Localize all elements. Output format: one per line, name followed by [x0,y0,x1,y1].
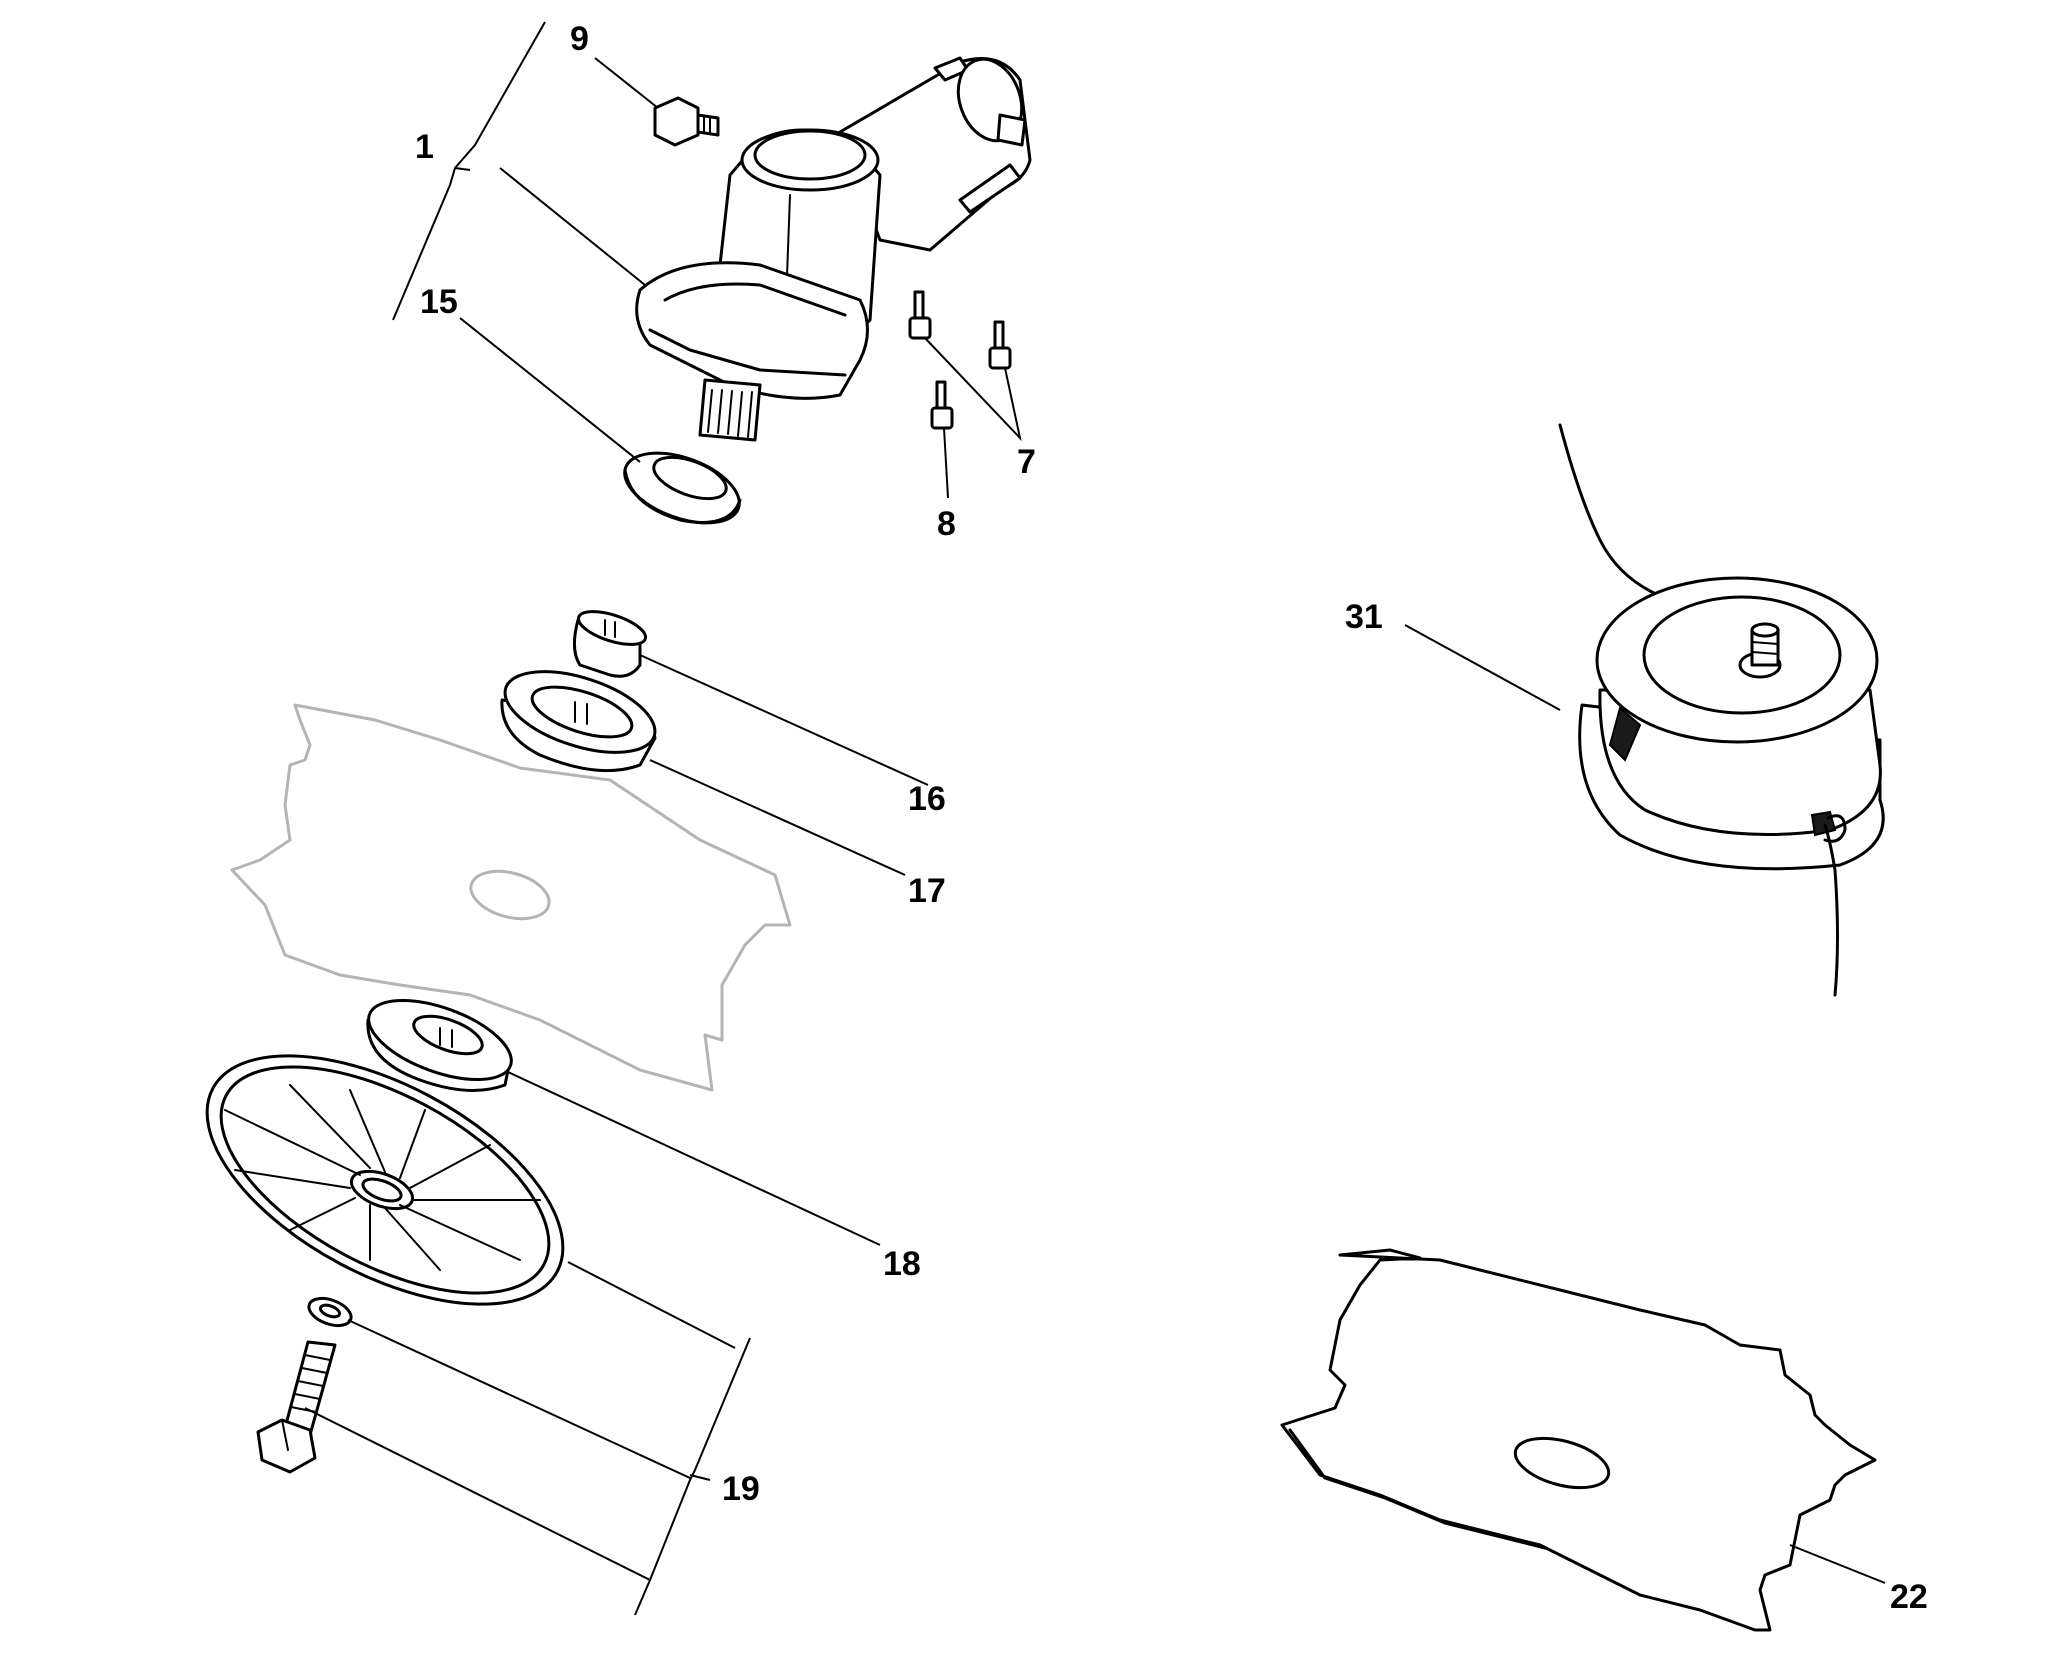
leader-19-bolt [304,1407,651,1581]
screw-part-c [930,380,954,430]
four-tooth-blade-part [1280,1248,1877,1632]
leader-18 [507,1071,881,1246]
leader-16 [639,654,929,786]
leader-9 [594,57,659,109]
leader-1 [499,167,646,286]
callout-7: 7 [1017,443,1036,481]
leader-19-washer [347,1319,691,1479]
dish-guard-part [205,1054,565,1306]
callout-19: 19 [722,1470,760,1508]
seal-ring-part [623,451,742,525]
screw-part-a [908,290,932,340]
callout-18: 18 [883,1245,921,1283]
brace-part-1 [392,21,546,321]
brace-part-19 [634,1337,751,1616]
leader-17 [649,759,906,876]
leader-7 [924,337,1022,442]
trimmer-head-part [1558,423,1885,997]
callout-17: 17 [908,872,946,910]
small-washer-part [307,1296,353,1328]
callout-1: 1 [415,128,434,166]
plug-bolt-part [653,96,720,147]
leader-15 [459,317,641,463]
leader-31 [1404,624,1561,711]
ghost-blade-part [230,703,792,1092]
callout-31: 31 [1345,598,1383,636]
callout-9: 9 [570,20,589,58]
ball-bearing-part [500,670,657,773]
screw-part-b [988,320,1012,370]
callout-22: 22 [1890,1578,1928,1616]
callout-16: 16 [908,780,946,818]
leader-8 [943,427,949,499]
bolt-part [256,1340,337,1474]
callout-8: 8 [937,505,956,543]
leader-22 [1789,1544,1886,1584]
gearbox-head [635,56,1032,442]
flange-washer-part [366,998,513,1092]
leader-19-guard [567,1261,736,1349]
callout-15: 15 [420,283,458,321]
needle-bearing-part [573,610,648,678]
leader-lines [304,57,1886,1584]
